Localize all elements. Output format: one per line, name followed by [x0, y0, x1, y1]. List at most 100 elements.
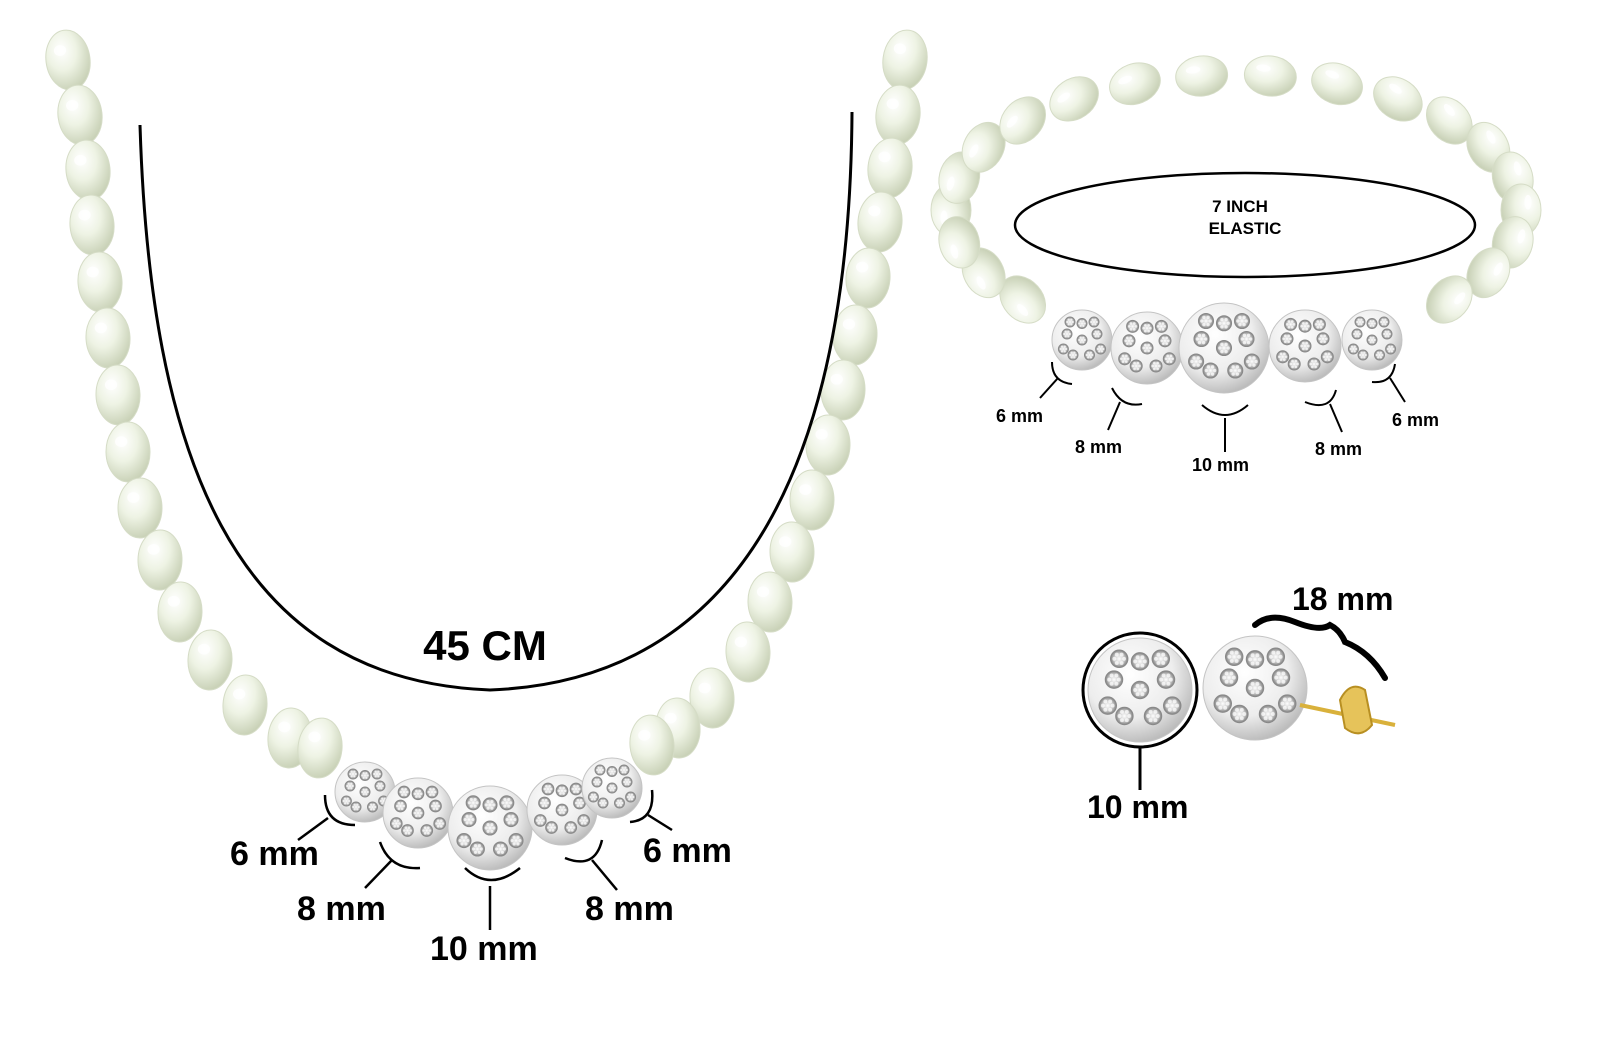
- pearl: [1049, 76, 1099, 122]
- pearl: [69, 194, 115, 256]
- pearl: [157, 581, 203, 643]
- necklace-length-label: 45 CM: [423, 622, 547, 669]
- bracket-right-small-leader: [647, 813, 673, 832]
- bracelet-crystal-beads: [1051, 302, 1403, 394]
- bracket-center: [464, 867, 521, 882]
- pearl: [857, 191, 903, 253]
- necklace-label-center: 10 mm: [430, 930, 538, 968]
- bracket-right-mid-leader: [591, 859, 618, 891]
- bracelet-bracket-left-small-leader: [1039, 377, 1059, 399]
- pearl: [725, 621, 771, 683]
- pearl: [1425, 96, 1473, 145]
- bracelet-bracket-left-mid: [1111, 387, 1143, 406]
- pearl: [867, 137, 913, 199]
- bracket-right-small: [629, 789, 654, 824]
- bracelet-elastic-ellipse: [1013, 171, 1477, 279]
- crystal-bead: [1341, 309, 1403, 371]
- necklace-label-left-mid: 8 mm: [297, 890, 386, 928]
- crystal-bead: [1178, 302, 1270, 394]
- pearl: [1425, 275, 1473, 324]
- earrings: 10 mm 18 mm: [1081, 581, 1396, 825]
- bracelet-label-left-small: 6 mm: [996, 406, 1043, 426]
- bracelet-bracket-left-mid-leader: [1107, 401, 1121, 431]
- pearl: [961, 121, 1006, 173]
- pearl: [789, 469, 835, 531]
- pearl: [45, 29, 91, 91]
- pearl: [999, 96, 1047, 145]
- earring-front-crystal: [1087, 637, 1193, 743]
- pearl: [1109, 62, 1161, 106]
- crystal-bead: [1202, 635, 1308, 741]
- necklace: 45 CM 6 mm 8 mm 10 mm 8 mm 6 mm: [45, 29, 928, 968]
- bracket-left-mid: [378, 841, 421, 870]
- pearl: [629, 714, 675, 776]
- necklace-length-curve: [138, 111, 854, 692]
- earring-length-label: 18 mm: [1292, 581, 1393, 617]
- pearl: [805, 414, 851, 476]
- bracelet-bracket-right-mid-leader: [1329, 403, 1343, 433]
- pearl: [95, 364, 141, 426]
- pearl: [1373, 76, 1423, 122]
- bracelet-bracket-right-mid: [1304, 389, 1337, 406]
- pearl: [85, 307, 131, 369]
- pearl: [875, 84, 921, 146]
- pearl: [689, 667, 735, 729]
- pearl: [747, 571, 793, 633]
- pearl: [77, 251, 123, 313]
- pearl: [65, 139, 111, 201]
- bracelet-bracket-center: [1201, 404, 1249, 416]
- bracelet-bracket-right-small-leader: [1389, 377, 1406, 403]
- pearl: [938, 216, 981, 269]
- crystal-bead: [1051, 309, 1113, 371]
- pearl: [137, 529, 183, 591]
- bracelet-pearls: [930, 55, 1542, 324]
- bracket-left-small: [323, 794, 356, 827]
- crystal-bead: [1268, 309, 1342, 383]
- pearl: [297, 717, 343, 779]
- pearl: [57, 84, 103, 146]
- pearl: [1243, 55, 1297, 97]
- necklace-label-right-mid: 8 mm: [585, 890, 674, 928]
- pearl: [882, 29, 928, 91]
- crystal-bead: [526, 774, 598, 846]
- bracelet-label-center: 10 mm: [1192, 455, 1249, 475]
- pearl: [769, 521, 815, 583]
- necklace-bead-brackets: [297, 789, 673, 930]
- pearl: [820, 359, 866, 421]
- earring-post: [1299, 685, 1396, 735]
- crystal-bead: [581, 757, 643, 819]
- earring-side-crystal: [1202, 635, 1308, 741]
- pearl: [105, 421, 151, 483]
- pearl: [117, 477, 163, 539]
- bracelet-label-right-small: 6 mm: [1392, 410, 1439, 430]
- necklace-crystal-beads: [334, 757, 643, 871]
- bracelet-label-left-mid: 8 mm: [1075, 437, 1122, 457]
- crystal-bead: [1087, 637, 1193, 743]
- necklace-label-left-small: 6 mm: [230, 835, 319, 873]
- pearl: [187, 629, 233, 691]
- bracelet: 7 INCH ELASTIC 6 mm 8 mm 10 mm 8 mm 6 mm: [930, 55, 1542, 475]
- earring-diameter-label: 10 mm: [1087, 789, 1188, 825]
- bracket-right-mid: [564, 839, 604, 863]
- necklace-label-right-small: 6 mm: [643, 832, 732, 870]
- pearl: [1311, 62, 1363, 106]
- pearl: [1466, 247, 1511, 299]
- pearl: [845, 247, 891, 309]
- bracelet-elastic-line2: ELASTIC: [1209, 219, 1282, 238]
- earring-length-brace: [1252, 614, 1388, 681]
- crystal-bead: [382, 777, 454, 849]
- crystal-bead: [447, 785, 533, 871]
- bracket-left-mid-leader: [364, 859, 393, 889]
- pearl: [832, 304, 878, 366]
- necklace-pearls: [45, 29, 928, 779]
- bracelet-bracket-right-small: [1371, 363, 1396, 384]
- bracelet-elastic-line1: 7 INCH: [1212, 197, 1268, 216]
- crystal-bead: [1110, 311, 1184, 385]
- bracelet-bracket-left-small: [1051, 361, 1073, 385]
- pearl: [1175, 55, 1229, 97]
- bracelet-label-right-mid: 8 mm: [1315, 439, 1362, 459]
- bracelet-bead-brackets: [1039, 361, 1406, 452]
- pearl: [222, 674, 268, 736]
- bracket-left-small-leader: [297, 816, 329, 842]
